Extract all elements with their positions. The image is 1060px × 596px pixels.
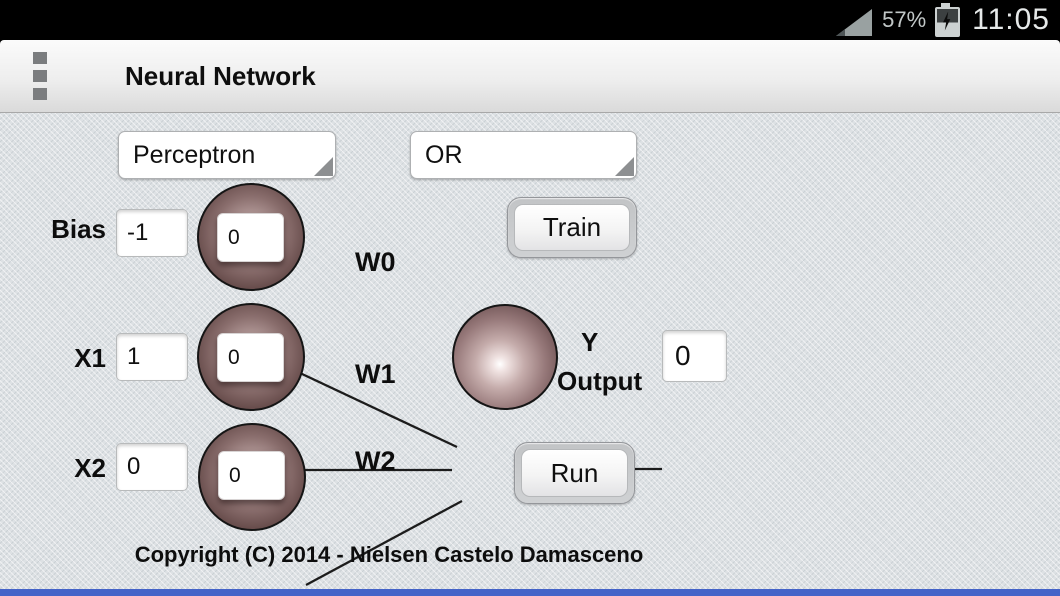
action-bar: Neural Network <box>0 40 1060 113</box>
x1-input[interactable] <box>116 333 188 381</box>
x2-label: X2 <box>74 453 106 483</box>
run-button-label: Run <box>521 449 628 497</box>
w1-label: W1 <box>355 359 396 389</box>
weight-w2-input[interactable] <box>218 451 285 500</box>
battery-percent: 57% <box>882 7 927 32</box>
battery-charging-icon <box>935 2 961 37</box>
dropdown-corner-icon <box>615 157 634 176</box>
w0-label: W0 <box>355 247 396 277</box>
dropdown-corner-icon <box>314 157 333 176</box>
connection-lines <box>299 371 662 587</box>
copyright-text: Copyright (C) 2014 - Nielsen Castelo Dam… <box>134 542 644 567</box>
w2-label: W2 <box>355 446 396 476</box>
output-field[interactable] <box>662 330 727 382</box>
logic-gate-value: OR <box>425 140 463 169</box>
output-label: Output <box>557 366 643 396</box>
neuron-node <box>452 304 558 410</box>
weight-w0-input[interactable] <box>217 213 284 262</box>
status-bar: 57% 11:05 <box>0 0 1060 40</box>
network-type-value: Perceptron <box>133 140 256 169</box>
bias-input[interactable] <box>116 209 188 257</box>
signal-strength-icon <box>836 8 873 36</box>
bias-label: Bias <box>51 214 106 244</box>
x1-label: X1 <box>74 343 106 373</box>
run-button[interactable]: Run <box>514 442 635 504</box>
logic-gate-spinner[interactable]: OR <box>410 131 637 179</box>
network-type-spinner[interactable]: Perceptron <box>118 131 336 179</box>
wire-w0 <box>299 371 458 449</box>
weight-w1-input[interactable] <box>217 333 284 382</box>
y-label: Y <box>581 327 599 357</box>
page-title: Neural Network <box>125 60 316 91</box>
wire-w2 <box>305 499 463 587</box>
status-clock: 11:05 <box>972 3 1050 36</box>
x2-input[interactable] <box>116 443 188 491</box>
signal-notch-icon <box>836 28 846 36</box>
train-button[interactable]: Train <box>507 197 637 258</box>
train-button-label: Train <box>514 204 630 251</box>
lightning-bolt-icon <box>943 11 951 31</box>
overflow-menu-icon[interactable] <box>33 52 47 100</box>
bottom-accent-bar <box>0 589 1060 596</box>
